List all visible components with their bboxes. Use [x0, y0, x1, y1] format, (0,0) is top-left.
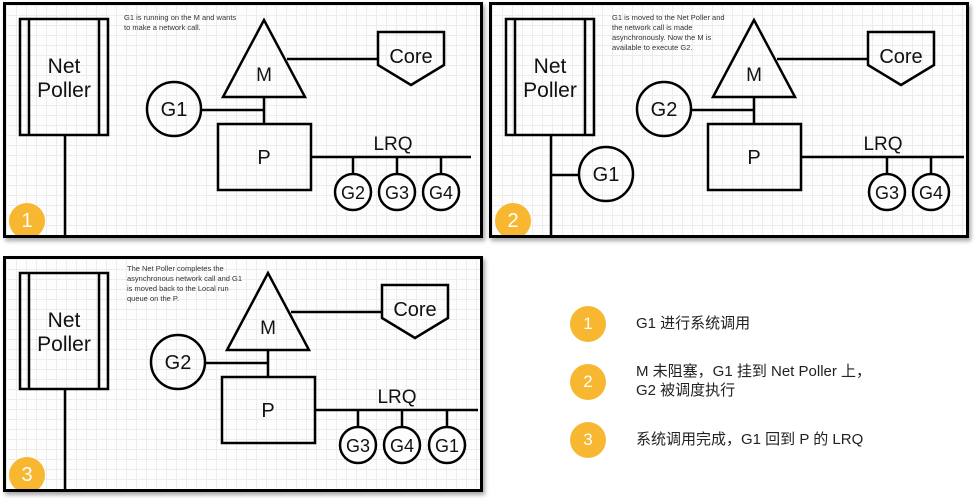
running-goroutine: G1 [145, 80, 203, 138]
legend-text: 系统调用完成，G1 回到 P 的 LRQ [636, 431, 864, 448]
core: Core [376, 30, 446, 87]
legend-item: 1 G1 进行系统调用 [570, 306, 750, 342]
core: Core [380, 283, 450, 340]
legend-step-badge: 3 [570, 422, 606, 458]
lrq-label: LRQ [863, 134, 902, 155]
panel-caption: The Net Poller completes the asynchronou… [127, 264, 243, 303]
running-goroutine: G2 [149, 333, 207, 391]
net-poller: Net Poller [18, 271, 110, 489]
lrq-goroutine: G3 [867, 157, 907, 212]
diagram-panel-3: Net Poller M Core G2 P LRQ G3 [3, 256, 483, 492]
step-badge: 1 [9, 203, 45, 235]
legend-item: 2 M 未阻塞，G1 挂到 Net Poller 上， G2 被调度执行 [570, 362, 871, 400]
lrq-goroutine-label: G3 [385, 183, 409, 203]
net-poller-label-1: Net [534, 55, 567, 78]
net-poller-label-1: Net [48, 55, 81, 78]
lrq-goroutine: G1 [427, 410, 467, 465]
lrq-goroutine-label: G3 [346, 436, 370, 456]
lrq-goroutine-label: G4 [429, 183, 453, 203]
legend-text: G1 进行系统调用 [636, 315, 751, 332]
m-label: M [256, 65, 272, 86]
diagram-panel-1: Net Poller M Core G1 P LRQ G2 [3, 2, 483, 238]
net-poller: Net Poller [504, 17, 596, 235]
net-poller-label-2: Poller [523, 79, 577, 102]
lrq-goroutine: G4 [911, 157, 951, 212]
running-goroutine-label: G1 [161, 99, 188, 121]
running-goroutine-label: G2 [651, 99, 678, 121]
lrq-goroutine-label: G4 [390, 436, 414, 456]
lrq-goroutine: G3 [338, 410, 378, 465]
poller-goroutine-label: G1 [593, 164, 620, 186]
panel-3-diagram: Net Poller M Core G2 P LRQ G3 [18, 270, 478, 489]
legend-step-badge: 2 [570, 364, 606, 400]
processor-p: P [220, 375, 317, 445]
m-label: M [746, 65, 762, 86]
core-label: Core [393, 299, 436, 321]
processor-p: P [216, 122, 313, 192]
net-poller-label-1: Net [48, 309, 81, 332]
core-label: Core [879, 46, 922, 68]
core-label: Core [389, 46, 432, 68]
running-goroutine-label: G2 [165, 352, 192, 374]
lrq-goroutine-label: G4 [919, 183, 943, 203]
running-goroutine: G2 [635, 80, 693, 138]
lrq-label: LRQ [373, 134, 412, 155]
legend-item: 3 系统调用完成，G1 回到 P 的 LRQ [570, 422, 863, 458]
diagram-panel-2: Net Poller G1 M Core G2 P LRQ [489, 2, 969, 238]
poller-goroutine: G1 [577, 145, 635, 203]
panel-caption: G1 is running on the M and wants to make… [124, 13, 237, 32]
lrq-goroutine: G4 [421, 157, 461, 212]
panel-caption: G1 is moved to the Net Poller and the ne… [612, 13, 725, 52]
m-label: M [260, 318, 276, 339]
lrq-goroutine: G2 [333, 157, 373, 212]
panel-2-diagram: Net Poller G1 M Core G2 P LRQ [504, 17, 964, 235]
processor-p: P [706, 122, 803, 192]
net-poller: Net Poller [18, 17, 110, 235]
lrq-goroutine: G4 [382, 410, 422, 465]
lrq-label: LRQ [377, 387, 416, 408]
step-badge: 2 [495, 203, 531, 235]
lrq-goroutine-label: G3 [875, 183, 899, 203]
p-label: P [261, 400, 274, 422]
p-label: P [747, 147, 760, 169]
legend-step-badge: 1 [570, 306, 606, 342]
net-poller-label-2: Poller [37, 333, 91, 356]
lrq-goroutine: G3 [377, 157, 417, 212]
step-badge: 3 [9, 457, 45, 489]
net-poller-label-2: Poller [37, 79, 91, 102]
lrq-goroutine-label: G1 [435, 436, 459, 456]
legend-text-line-1: M 未阻塞，G1 挂到 Net Poller 上， [636, 363, 872, 380]
legend-text-line-2: G2 被调度执行 [636, 382, 736, 399]
p-label: P [257, 147, 270, 169]
lrq-goroutine-label: G2 [341, 183, 365, 203]
panel-1-diagram: Net Poller M Core G1 P LRQ G2 [18, 17, 471, 235]
legend-text: M 未阻塞，G1 挂到 Net Poller 上， G2 被调度执行 [636, 362, 871, 400]
core: Core [866, 30, 936, 87]
